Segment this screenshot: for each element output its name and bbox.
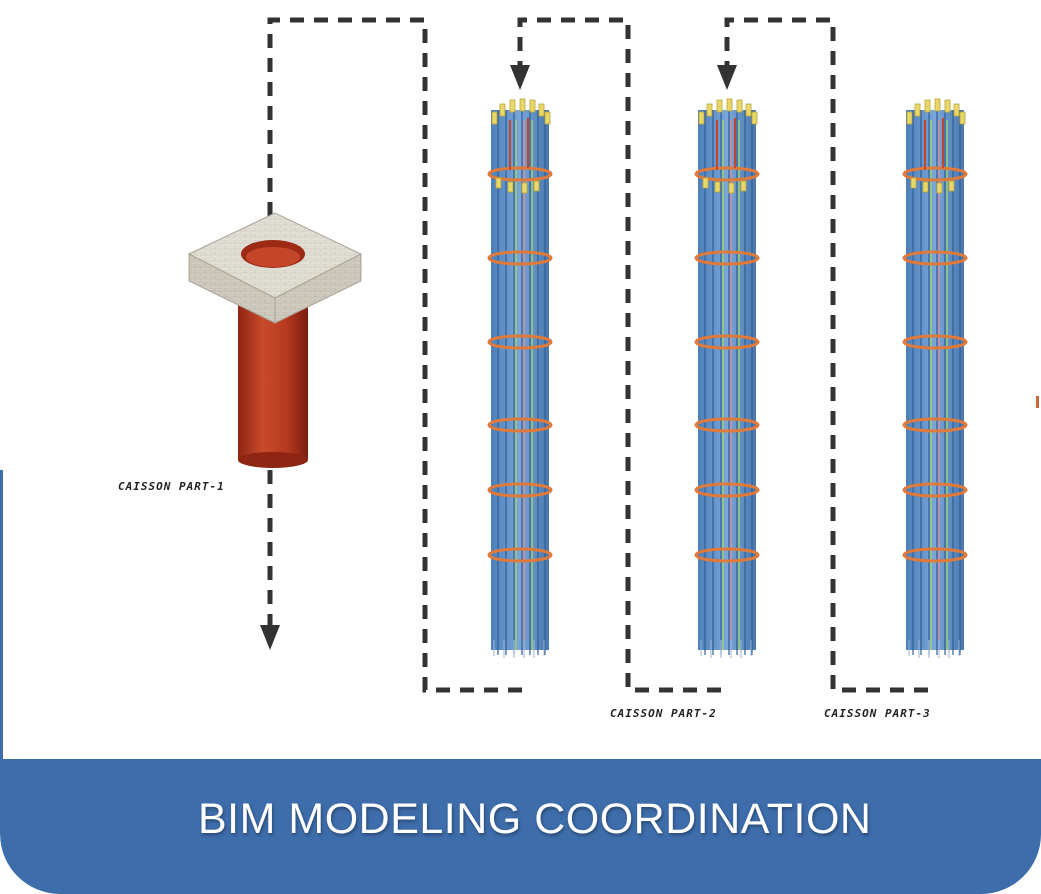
arrowhead-down-icon <box>260 625 280 650</box>
flow-path-part3 <box>724 17 935 693</box>
title-banner <box>0 759 1041 894</box>
caisson-part2-cage <box>487 98 553 658</box>
flow-path-part2 <box>517 17 727 693</box>
left-accent-bar <box>0 470 3 759</box>
caisson-part3-cage <box>694 98 760 658</box>
caisson-part2-label: CAISSON PART-2 <box>610 707 717 720</box>
caisson-part1-label: CAISSON PART-1 <box>118 480 225 493</box>
flow-path-part1 <box>267 17 523 693</box>
banner-title: BIM MODELING COORDINATION <box>198 795 872 843</box>
flow-arrows <box>267 17 935 693</box>
caisson-part1-model <box>187 212 363 468</box>
caisson-part3-label: CAISSON PART-3 <box>824 707 931 720</box>
arrowheads <box>260 65 737 650</box>
arrowhead-down-icon <box>510 65 530 90</box>
caisson-part3b-cage <box>902 98 968 658</box>
arrowhead-down-icon <box>717 65 737 90</box>
edge-marker <box>1036 396 1039 408</box>
